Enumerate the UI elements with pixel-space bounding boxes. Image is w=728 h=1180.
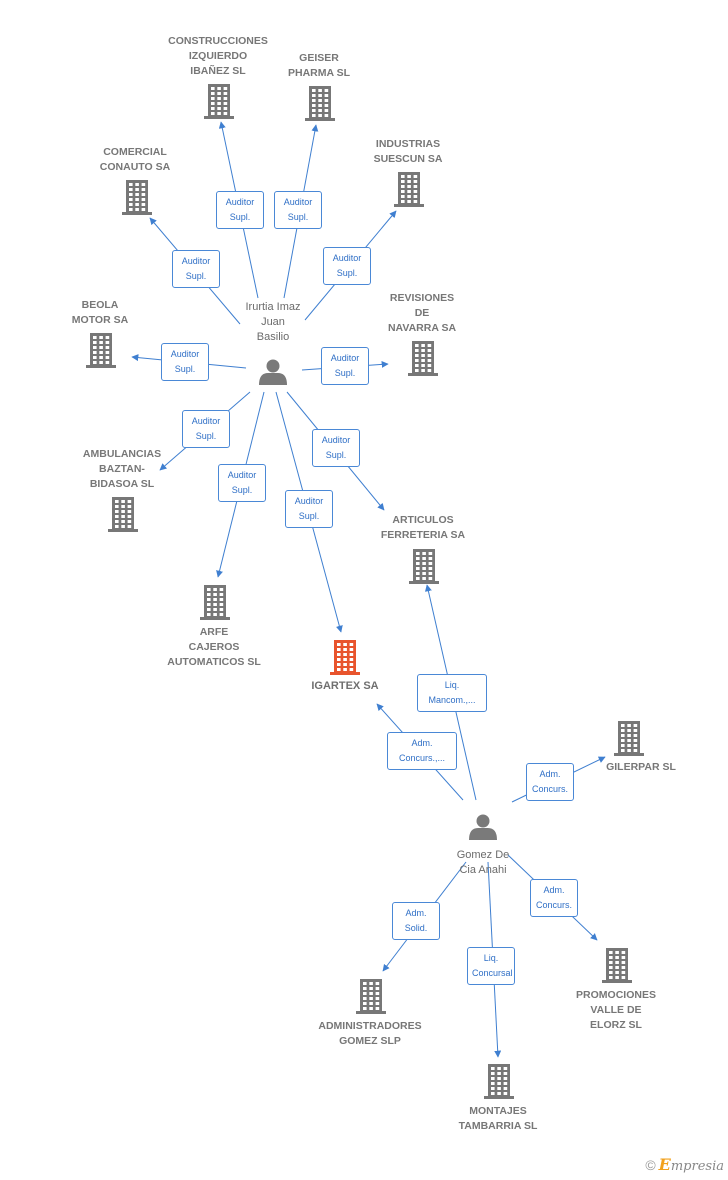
brand-footer[interactable]: ©Empresia: [645, 1155, 724, 1174]
building-icon-gilerpar[interactable]: [614, 721, 644, 756]
company-label-construcciones[interactable]: CONSTRUCCIONES IZQUIERDO IBAÑEZ SL: [168, 35, 268, 77]
brand-name: mpresia: [670, 1159, 724, 1174]
person-icon-irurtia[interactable]: [259, 359, 287, 386]
building-icon-comercial[interactable]: [122, 180, 152, 215]
company-label-industrias[interactable]: INDUSTRIAS SUESCUN SA: [373, 138, 443, 165]
edge-label-gomez-to-articulos[interactable]: Liq. Mancom.,...: [417, 674, 487, 712]
building-icon-industrias[interactable]: [394, 172, 424, 207]
edge-label-irurtia-to-industrias[interactable]: Auditor Supl.: [323, 247, 371, 285]
building-icon-montajes[interactable]: [484, 1064, 514, 1099]
edge-label-irurtia-to-ambulancias[interactable]: Auditor Supl.: [182, 410, 230, 448]
edge-label-irurtia-to-construcciones[interactable]: Auditor Supl.: [216, 191, 264, 229]
building-icon-ambulancias[interactable]: [108, 497, 138, 532]
company-label-administradores[interactable]: ADMINISTRADORES GOMEZ SLP: [318, 1020, 422, 1047]
building-icon-geiser[interactable]: [305, 86, 335, 121]
person-label-gomez[interactable]: Gomez De Cia Anahi: [456, 849, 510, 876]
building-icon-promociones[interactable]: [602, 948, 632, 983]
brand-logo: Empresia: [659, 1155, 724, 1174]
person-icon-gomez[interactable]: [469, 814, 497, 841]
person-label-irurtia[interactable]: Irurtia Imaz Juan Basilio: [245, 301, 301, 343]
building-icon-administradores[interactable]: [356, 979, 386, 1014]
company-label-comercial[interactable]: COMERCIAL CONAUTO SA: [99, 146, 171, 173]
icons-layer: [86, 84, 644, 1099]
brand-initial: E: [658, 1155, 671, 1174]
company-label-montajes[interactable]: MONTAJES TAMBARRIA SL: [458, 1105, 538, 1132]
company-label-ambulancias[interactable]: AMBULANCIAS BAZTAN- BIDASOA SL: [82, 448, 162, 490]
edge-label-irurtia-to-geiser[interactable]: Auditor Supl.: [274, 191, 322, 229]
building-icon-arfe[interactable]: [200, 585, 230, 620]
edge-label-gomez-to-administradores[interactable]: Adm. Solid.: [392, 902, 440, 940]
edge-label-irurtia-to-revisiones[interactable]: Auditor Supl.: [321, 347, 369, 385]
edge-label-gomez-to-promociones[interactable]: Adm. Concurs.: [530, 879, 578, 917]
building-icon-construcciones[interactable]: [204, 84, 234, 119]
company-label-arfe[interactable]: ARFE CAJEROS AUTOMATICOS SL: [167, 626, 261, 668]
edge-label-irurtia-to-beola[interactable]: Auditor Supl.: [161, 343, 209, 381]
edge-label-irurtia-to-igartex[interactable]: Auditor Supl.: [285, 490, 333, 528]
edge-label-irurtia-to-comercial[interactable]: Auditor Supl.: [172, 250, 220, 288]
edge-label-gomez-to-igartex[interactable]: Adm. Concurs.,...: [387, 732, 457, 770]
company-label-promociones[interactable]: PROMOCIONES VALLE DE ELORZ SL: [576, 989, 656, 1031]
building-icon-articulos[interactable]: [409, 549, 439, 584]
edge-label-irurtia-to-arfe[interactable]: Auditor Supl.: [218, 464, 266, 502]
company-label-beola[interactable]: BEOLA MOTOR SA: [71, 299, 129, 326]
building-icon-revisiones[interactable]: [408, 341, 438, 376]
edge-label-gomez-to-gilerpar[interactable]: Adm. Concurs.: [526, 763, 574, 801]
company-label-gilerpar[interactable]: GILERPAR SL: [606, 761, 676, 773]
company-label-igartex[interactable]: IGARTEX SA: [311, 680, 379, 692]
company-label-revisiones[interactable]: REVISIONES DE NAVARRA SA: [387, 292, 457, 334]
edge-label-irurtia-to-articulos[interactable]: Auditor Supl.: [312, 429, 360, 467]
edge-label-gomez-to-montajes[interactable]: Liq. Concursal: [467, 947, 515, 985]
company-label-geiser[interactable]: GEISER PHARMA SL: [287, 52, 351, 79]
building-icon-beola[interactable]: [86, 333, 116, 368]
copyright-symbol: ©: [645, 1157, 656, 1173]
building-icon-igartex[interactable]: [330, 640, 360, 675]
company-label-articulos[interactable]: ARTICULOS FERRETERIA SA: [380, 514, 466, 541]
